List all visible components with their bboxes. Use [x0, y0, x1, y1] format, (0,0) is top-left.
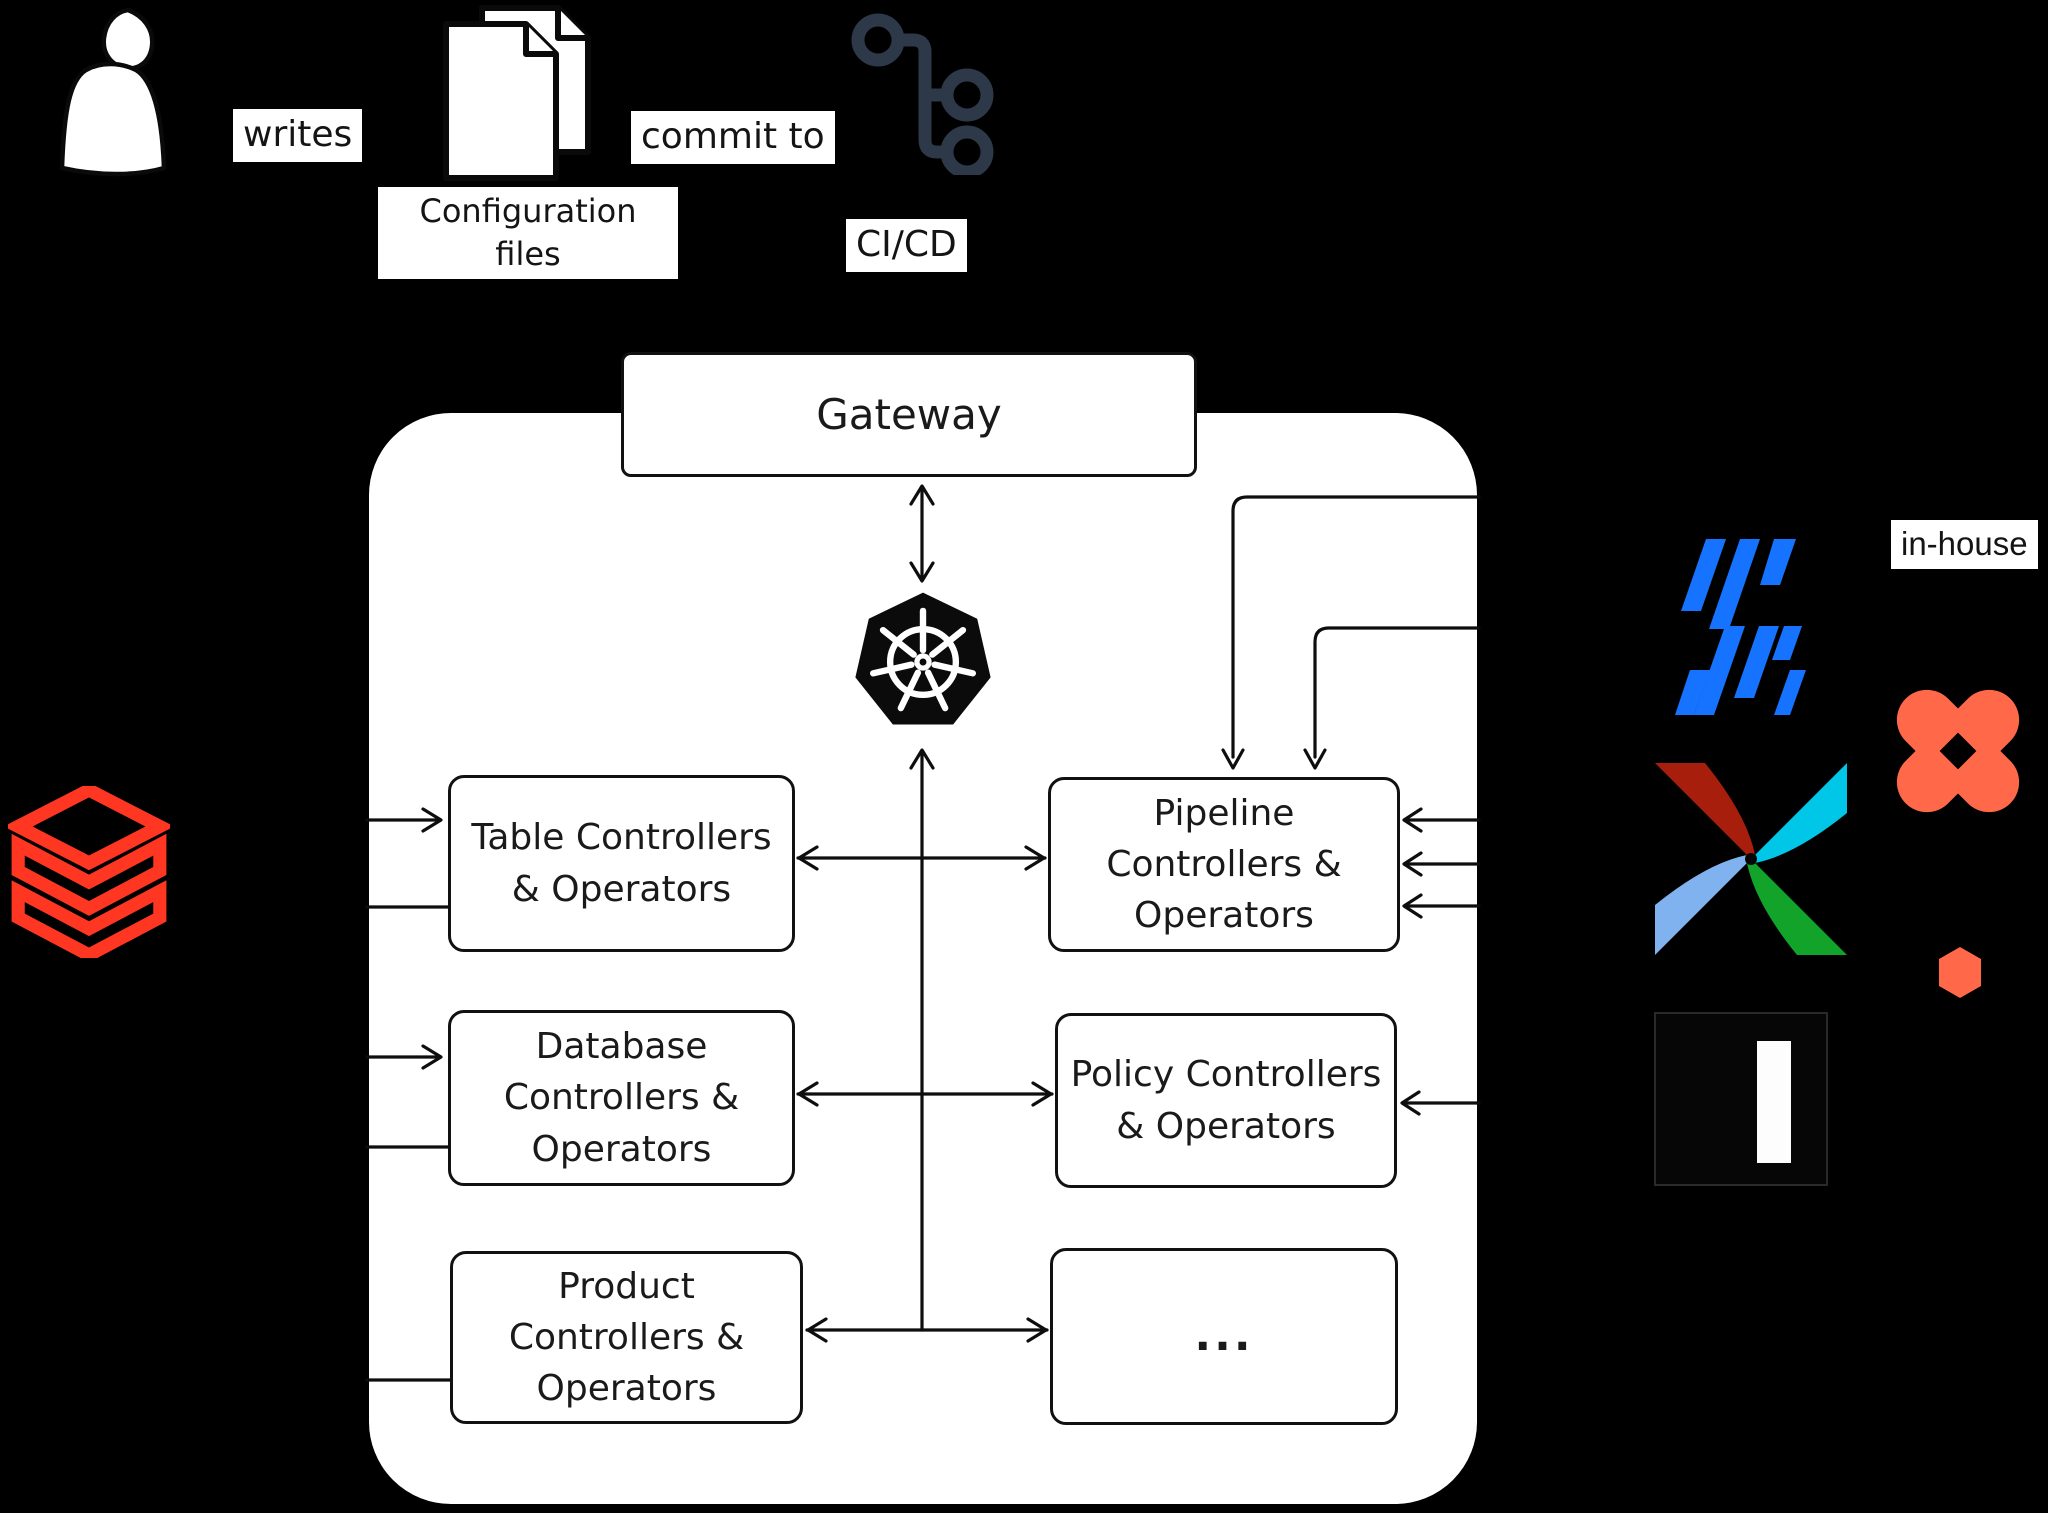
configuration-files-icon [443, 5, 591, 181]
gateway-box: Gateway [621, 352, 1197, 477]
kubernetes-icon [855, 592, 991, 725]
controller-box-database-label: Database Controllers & Operators [503, 1026, 740, 1170]
controller-box-database: Database Controllers & Operators [448, 1010, 795, 1186]
controller-box-policy-label: Policy Controllers & Operators [1070, 1054, 1382, 1147]
controller-box-policy: Policy Controllers & Operators [1055, 1013, 1397, 1188]
controller-box-more: ... [1050, 1248, 1398, 1425]
controller-box-table: Table Controllers & Operators [448, 775, 795, 952]
writes-label: writes [233, 109, 363, 162]
person-icon [59, 7, 167, 177]
dbt-hexagon-icon [1939, 947, 1981, 998]
controller-box-product-label: Product Controllers & Operators [508, 1265, 745, 1410]
configuration-files-label: Configuration files [378, 187, 678, 280]
controller-box-table-label: Table Controllers & Operators [471, 817, 772, 910]
cicd-label: CI/CD [846, 219, 967, 272]
gateway-label: Gateway [816, 390, 1002, 439]
airflow-logo [1655, 763, 1847, 955]
in-house-label: in-house [1891, 520, 2038, 569]
cicd-git-branch-icon [851, 13, 994, 175]
databricks-logo [8, 786, 170, 958]
controller-box-pipeline: Pipeline Controllers & Operators [1048, 777, 1400, 952]
in-house-tool-logo [1675, 539, 1806, 715]
controller-box-product: Product Controllers & Operators [450, 1251, 803, 1424]
black-box-vendor-logo [1654, 1012, 1828, 1186]
controller-box-more-label: ... [1194, 1310, 1254, 1362]
controller-box-pipeline-label: Pipeline Controllers & Operators [1106, 792, 1342, 937]
dbt-logo [1896, 689, 2020, 813]
black-box-logo-bar [1757, 1041, 1791, 1163]
commit-to-label: commit to [631, 111, 835, 164]
